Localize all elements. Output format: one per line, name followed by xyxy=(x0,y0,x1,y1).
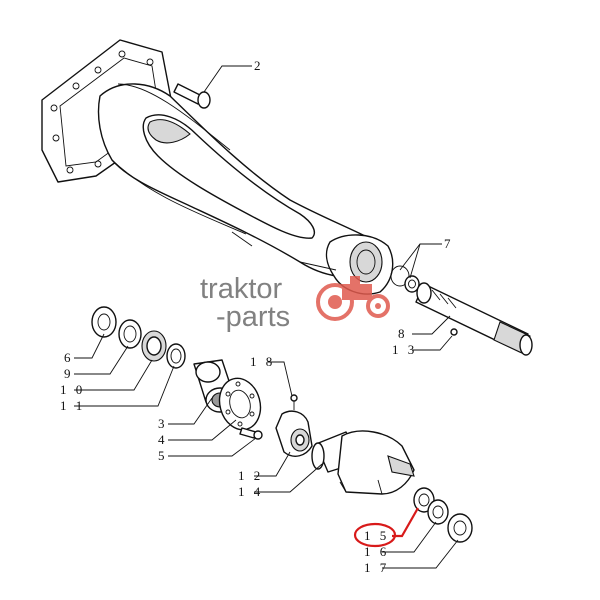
watermark-line1: traktor xyxy=(200,273,283,305)
bolt-5 xyxy=(239,427,263,440)
callout-13: 1 3 xyxy=(392,342,417,357)
bolt-2 xyxy=(173,83,211,109)
tractor-logo xyxy=(316,276,390,321)
callout-5: 5 xyxy=(158,448,168,463)
callout-4: 4 xyxy=(158,432,168,447)
yoke-shaft-14 xyxy=(311,430,415,495)
callout-17: 1 7 xyxy=(364,560,389,575)
callout-9: 9 xyxy=(64,366,74,381)
leader-lines xyxy=(74,65,459,569)
callout-3: 3 xyxy=(158,416,168,431)
pivot-housing-12 xyxy=(275,410,313,457)
callout-18: 1 8 xyxy=(250,354,275,369)
axle-housing xyxy=(41,39,394,295)
callout-15: 1 5 xyxy=(364,528,389,543)
watermark-line2: -parts xyxy=(216,301,290,333)
callout-15-highlight xyxy=(353,522,397,548)
axle-shaft xyxy=(390,265,533,356)
callouts: 2 7 8 1 3 6 9 1 0 1 1 3 4 5 1 8 1 2 1 4 … xyxy=(60,58,454,575)
ring-16 xyxy=(427,499,449,525)
callout-11: 1 1 xyxy=(60,398,85,413)
callout-2: 2 xyxy=(254,58,264,73)
callout-10: 1 0 xyxy=(60,382,85,397)
grease-nipple-18 xyxy=(290,394,298,410)
highlight-leader-15 xyxy=(392,507,419,538)
callout-7: 7 xyxy=(444,236,454,251)
seal-9 xyxy=(118,319,142,349)
callout-6: 6 xyxy=(64,350,74,365)
washer-17 xyxy=(447,513,473,543)
washer-6 xyxy=(91,306,117,338)
ring-11 xyxy=(166,343,186,369)
bearing-10 xyxy=(141,330,167,362)
watermark: traktor -parts xyxy=(200,273,390,333)
callout-12: 1 2 xyxy=(238,468,263,483)
callout-14: 1 4 xyxy=(238,484,263,499)
callout-8: 8 xyxy=(398,326,408,341)
flange-4 xyxy=(218,377,262,431)
callout-16: 1 6 xyxy=(364,544,389,559)
